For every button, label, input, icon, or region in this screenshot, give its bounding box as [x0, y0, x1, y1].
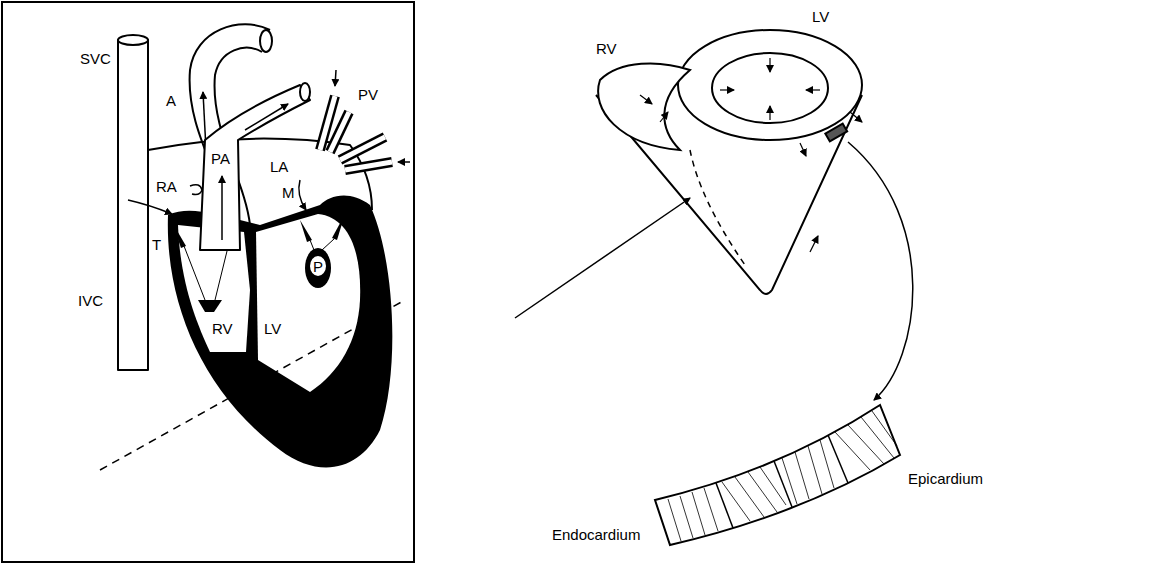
part-label: PA [211, 150, 230, 167]
part-label: Epicardium [908, 470, 983, 487]
part-label: LV [812, 8, 829, 25]
part-label: Endocardium [552, 526, 640, 543]
panel-frame [2, 2, 414, 562]
part-label: RA [156, 178, 177, 195]
part-label: RV [596, 40, 617, 57]
part-label: T [152, 236, 161, 253]
part-label: M [282, 184, 295, 201]
ventricle-section [596, 30, 913, 400]
part-label: SVC [80, 50, 111, 67]
part-label: PV [358, 86, 378, 103]
part-label: LA [270, 158, 288, 175]
part-label: A [166, 92, 176, 109]
wall-slab [655, 405, 900, 545]
heart-drawing [100, 24, 410, 470]
part-label: IVC [78, 292, 103, 309]
part-label: LV [264, 320, 281, 337]
part-label: P [313, 258, 323, 275]
pointer-arrow [515, 198, 690, 318]
part-label: RV [212, 320, 233, 337]
